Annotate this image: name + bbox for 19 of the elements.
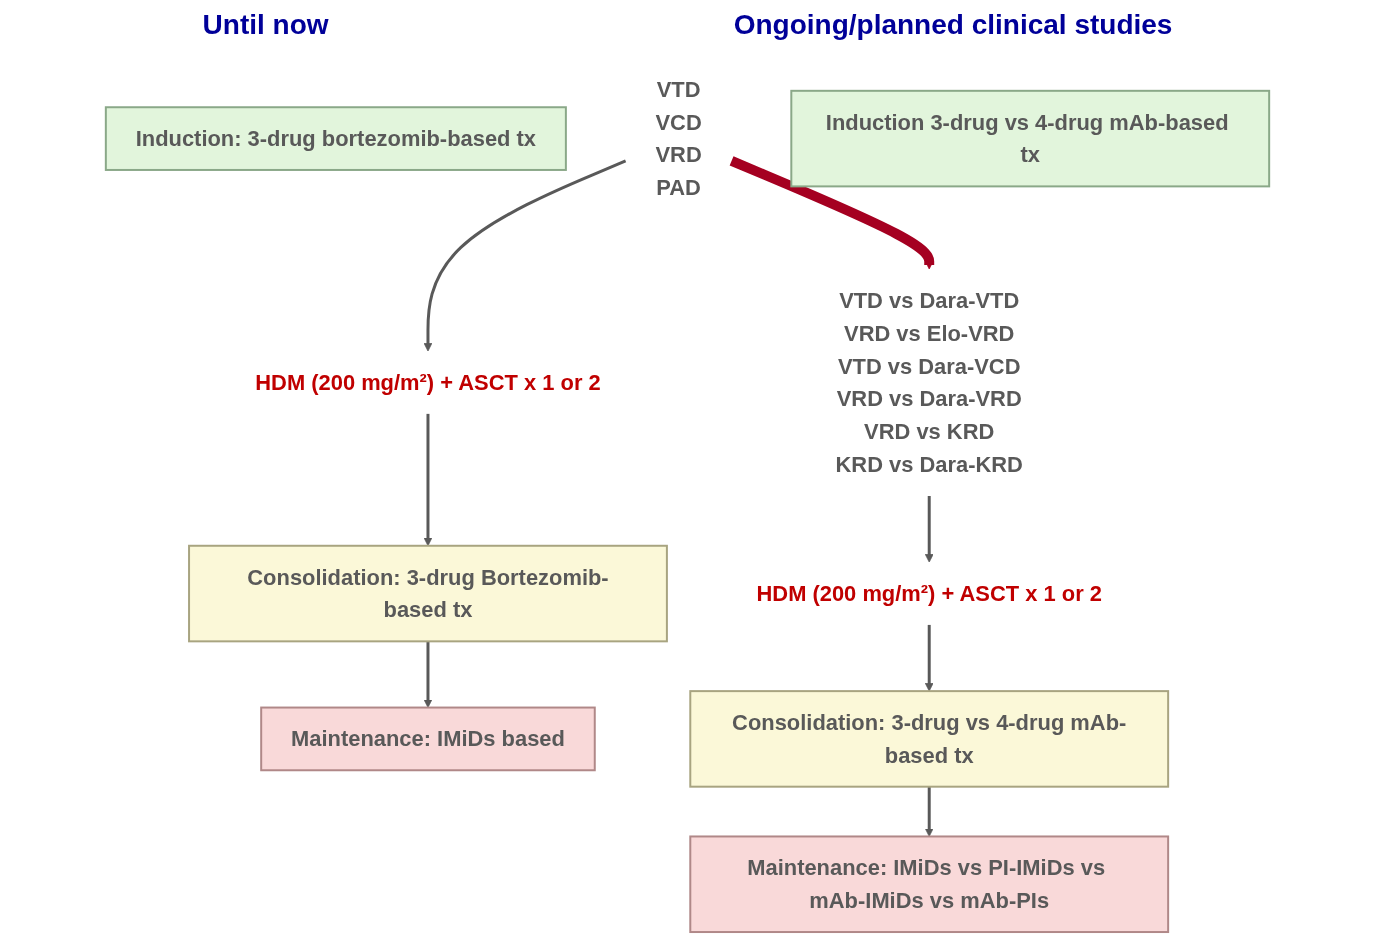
node-text: VTD VCD VRD PAD <box>655 76 702 201</box>
column-heading: Until now <box>202 9 329 41</box>
column-heading: Ongoing/planned clinical studies <box>733 9 1173 41</box>
node-text: HDM (200 mg/m²) + ASCT x 1 or 2 <box>255 370 601 395</box>
arrow <box>924 786 934 837</box>
node-box: Consolidation: 3-drug vs 4-drug mAb-based tx <box>689 690 1170 788</box>
arrow <box>924 624 934 692</box>
node-text: VTD vs Dara-VTD VRD vs Elo-VRD VTD vs Dara-VCD VRD vs Dara-VRD VRD vs KRD KRD vs Dara-KRD <box>835 287 1023 478</box>
node-box: Consolidation: 3-drug Bortezomib-based tx <box>188 544 668 643</box>
node-box: Induction: 3-drug bortezomib-based tx <box>104 106 567 171</box>
node-box: Induction 3-drug vs 4-drug mAb-based tx <box>790 89 1271 188</box>
node-box: Maintenance: IMiDs vs PI-IMiDs vs mAb-IMiDs vs mAb-PIs <box>689 835 1170 934</box>
arrow <box>423 641 433 708</box>
arrow <box>924 496 934 563</box>
node-text: HDM (200 mg/m²) + ASCT x 1 or 2 <box>756 581 1102 606</box>
node-box: Maintenance: IMiDs based <box>260 706 596 772</box>
arrow <box>729 156 935 270</box>
arrow <box>423 413 433 547</box>
arrow <box>423 159 627 352</box>
